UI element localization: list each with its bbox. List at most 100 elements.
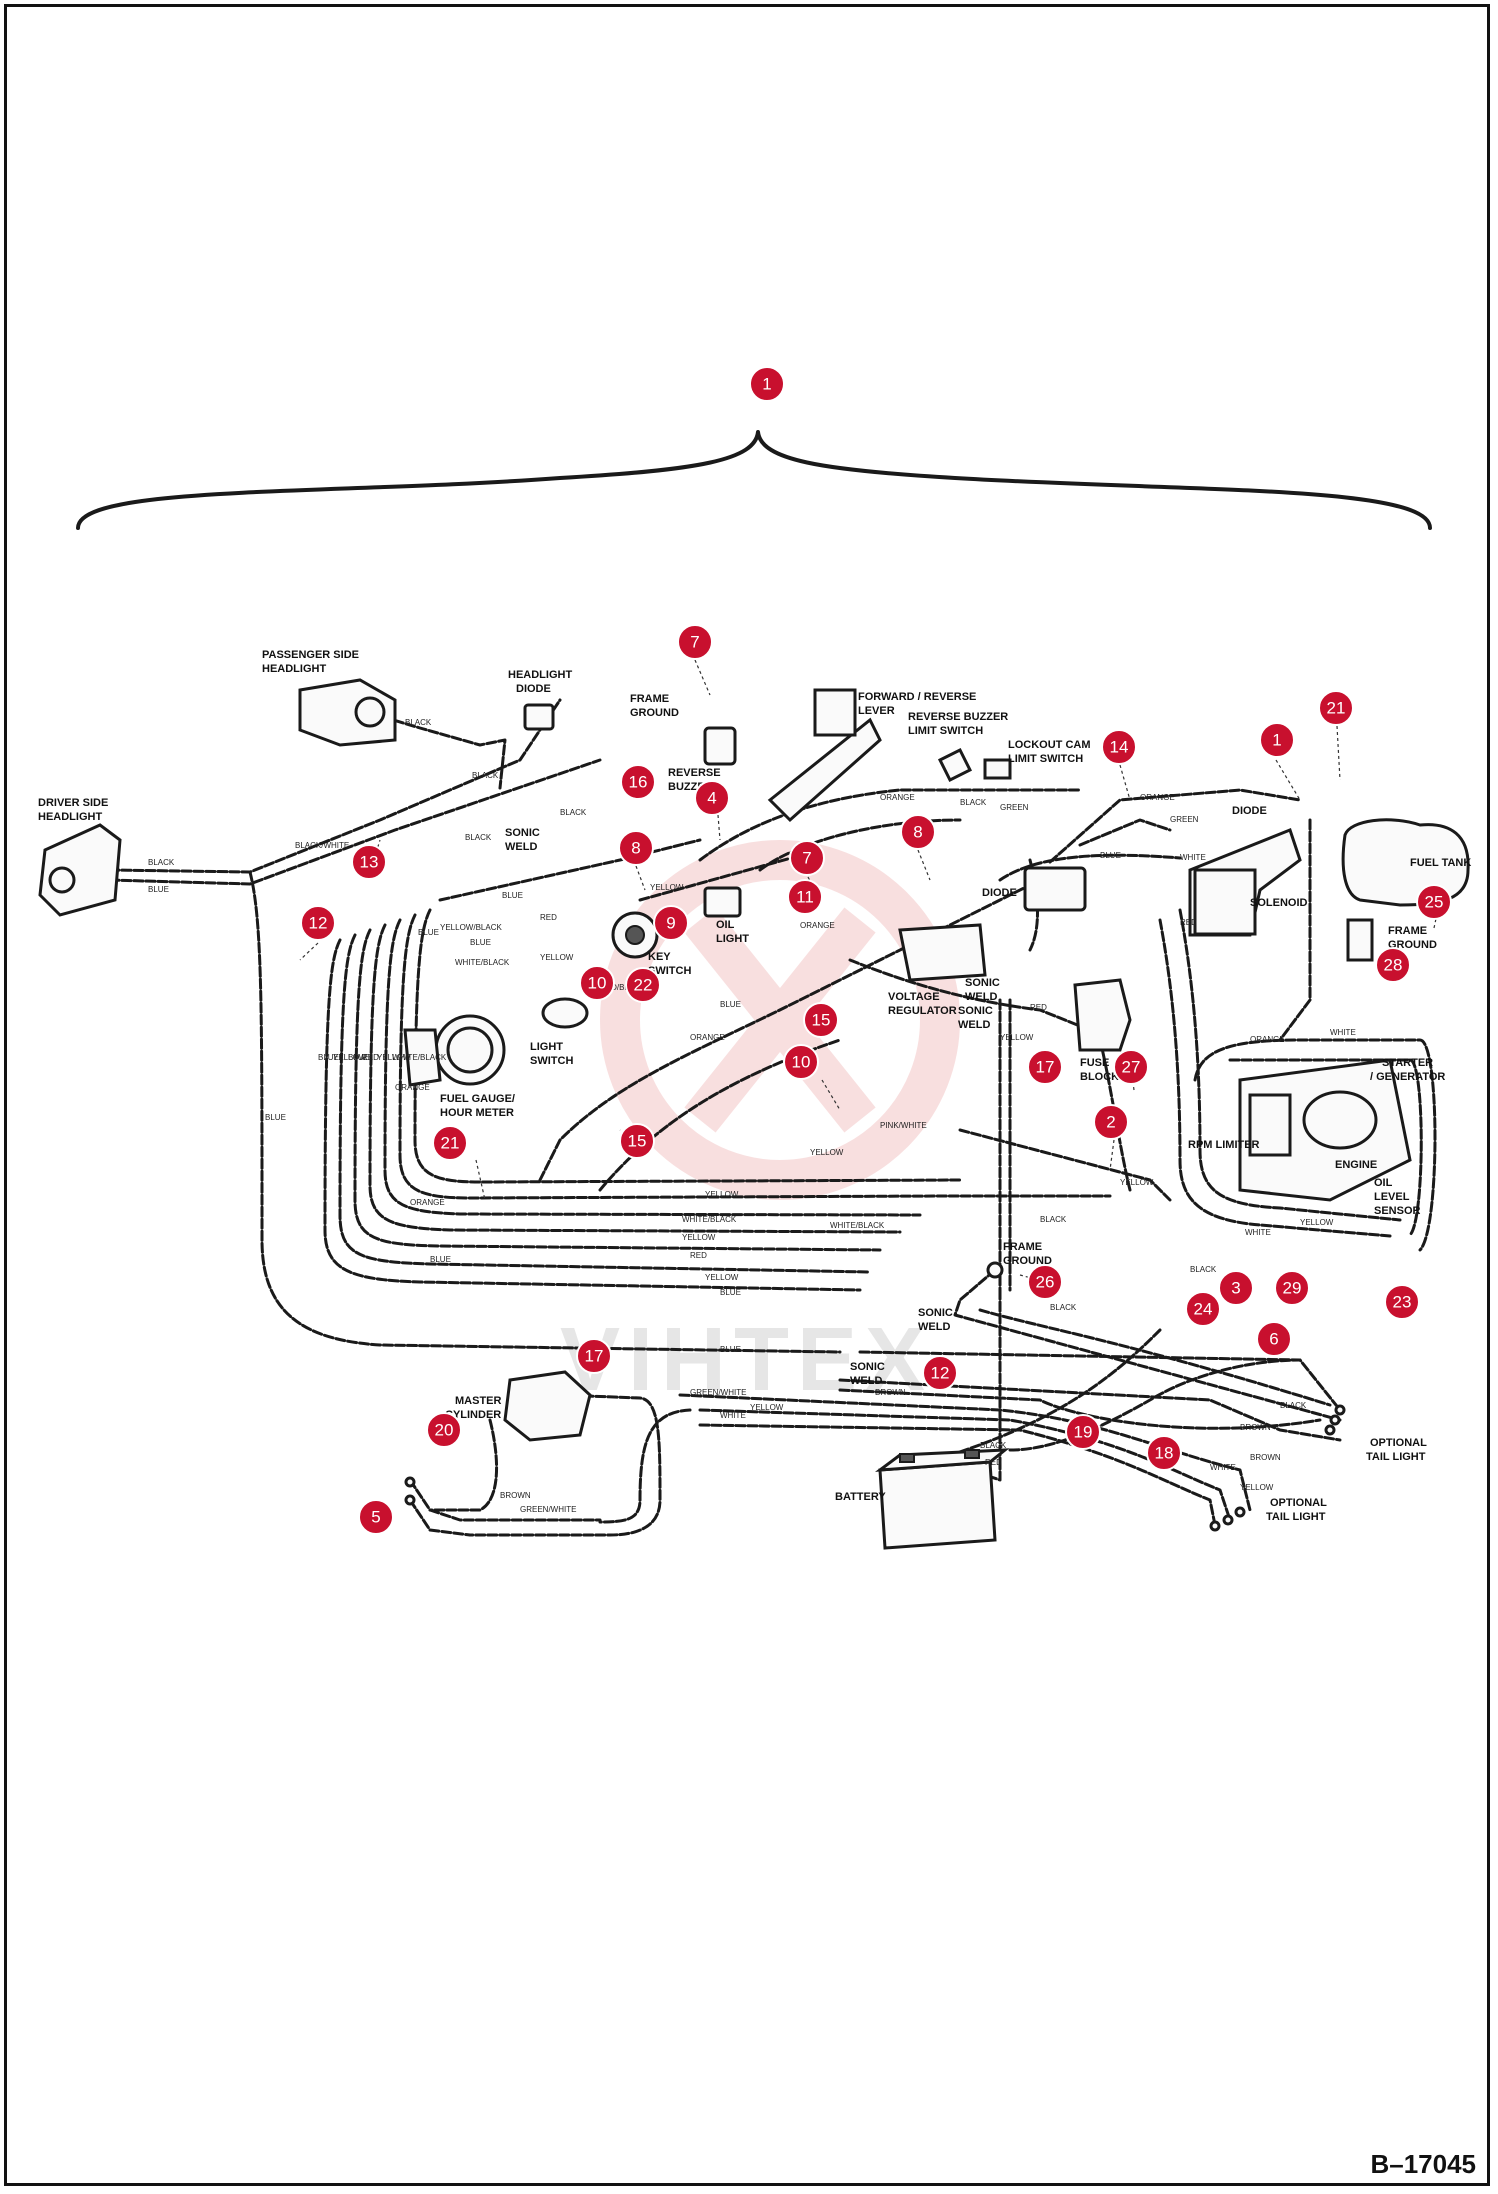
label-voltage-regulator: REGULATOR (888, 1005, 957, 1017)
callout-10: 10 (783, 1044, 819, 1080)
label-fuse-block: FUSE (1080, 1057, 1109, 1069)
wire-label: BLUE (720, 1288, 741, 1297)
label-lockout-cam-switch: LOCKOUT CAM (1008, 739, 1091, 751)
wire-label: BLUE (265, 1113, 286, 1122)
wire-label: BLACK (472, 771, 499, 780)
callout-9: 9 (653, 905, 689, 941)
callout-12: 12 (300, 905, 336, 941)
frame-ground-mount (986, 918, 1374, 1279)
callout-23: 23 (1384, 1284, 1420, 1320)
label-oil-level-sensor: OIL (1374, 1177, 1393, 1189)
label-diode: DIODE (1232, 805, 1267, 817)
callout-number: 4 (707, 789, 716, 808)
wire-label: BLACK (1040, 1215, 1067, 1224)
label-forward-reverse-lever: LEVER (858, 705, 895, 717)
wire-label: WHITE/BLACK (392, 1053, 447, 1062)
wire-label: BROWN (875, 1388, 906, 1397)
wire-label: GREEN/WHITE (520, 1505, 576, 1514)
callout-number: 16 (629, 773, 648, 792)
callout-number: 11 (796, 888, 814, 907)
callout-21: 21 (432, 1125, 468, 1161)
wire-label: YELLOW (650, 883, 684, 892)
master-cylinder (503, 1370, 592, 1442)
label-sonic-weld: SONIC (965, 977, 1000, 989)
callout-number: 23 (1393, 1293, 1412, 1312)
page-border (4, 4, 1490, 2186)
callout-number: 28 (1384, 956, 1403, 975)
label-optional-tail-light: OPTIONAL (1270, 1497, 1327, 1509)
label-frame-ground: GROUND (1388, 939, 1437, 951)
callout-20: 20 (426, 1412, 462, 1448)
tail-light-terminals (404, 1404, 1346, 1532)
wire-labels: BLACK BLUE BLACK/WHITE BLACK BLACK BLACK… (148, 718, 1356, 1514)
wire-label: BLUE (502, 891, 523, 900)
reverse-buzzer (703, 726, 737, 766)
callout-number: 9 (666, 914, 675, 933)
wire-label: YELLOW/BLACK (440, 923, 502, 932)
wire-label: WHITE (1210, 1463, 1236, 1472)
label-oil-light: OIL (716, 919, 735, 931)
label-sonic-weld: SONIC (958, 1005, 993, 1017)
callout-number: 17 (1036, 1058, 1055, 1077)
label-key-switch: SWITCH (648, 965, 691, 977)
wire-label: BLACK (465, 833, 492, 842)
callout-number: 22 (634, 976, 653, 995)
label-voltage-regulator: VOLTAGE (888, 991, 940, 1003)
label-optional-tail-light: OPTIONAL (1370, 1437, 1427, 1449)
label-starter-generator: STARTER (1382, 1057, 1433, 1069)
callout-7: 7 (677, 624, 713, 660)
wire-label: YELLOW (705, 1273, 739, 1282)
callout-21: 21 (1318, 690, 1354, 726)
driver-headlight (38, 823, 122, 917)
callout-15: 15 (619, 1123, 655, 1159)
callout-number: 12 (309, 914, 328, 933)
callout-26: 26 (1027, 1264, 1063, 1300)
oil-light (703, 886, 742, 918)
callout-number: 1 (1272, 731, 1281, 750)
wire-label: WHITE (720, 1411, 746, 1420)
label-optional-tail-light: TAIL LIGHT (1266, 1511, 1326, 1523)
label-optional-tail-light: TAIL LIGHT (1366, 1451, 1426, 1463)
callout-number: 19 (1074, 1423, 1093, 1442)
callout-19: 19 (1065, 1414, 1101, 1450)
wire-label: ORANGE (880, 793, 915, 802)
callout-number: 29 (1283, 1279, 1302, 1298)
wire-label: BROWN (500, 1491, 531, 1500)
wire-label: BLUE (430, 1255, 451, 1264)
callout-8: 8 (900, 814, 936, 850)
label-oil-level-sensor: SENSOR (1374, 1205, 1421, 1217)
label-driver-headlight: DRIVER SIDE (38, 797, 108, 809)
wire-label: WHITE/BLACK (682, 1215, 737, 1224)
label-forward-reverse-lever: FORWARD / REVERSE (858, 691, 976, 703)
engine-starter (1238, 1058, 1412, 1202)
wire-label: YELLOW (1120, 1178, 1154, 1187)
callout-29: 29 (1274, 1270, 1310, 1306)
label-sonic-weld: WELD (918, 1321, 950, 1333)
callout-12: 12 (922, 1355, 958, 1391)
callout-number: 12 (931, 1364, 950, 1383)
callout-number: 26 (1036, 1273, 1055, 1292)
wire-label: ORANGE (690, 1033, 725, 1042)
diode-module (1023, 866, 1087, 912)
callout-number: 21 (1327, 699, 1346, 718)
callout-number: 1 (762, 375, 771, 394)
label-frame-ground: FRAME (1388, 925, 1427, 937)
wire-label: RED (690, 1251, 707, 1260)
callout-2: 2 (1093, 1104, 1129, 1140)
wire-label: BLACK (1050, 1303, 1077, 1312)
label-light-switch: SWITCH (530, 1055, 573, 1067)
callout-number: 24 (1194, 1300, 1213, 1319)
wire-label: RED/BLACK (600, 983, 646, 992)
label-headlight-diode: DIODE (516, 683, 551, 695)
wire-label: GREEN (1000, 803, 1029, 812)
callout-number: 15 (812, 1011, 831, 1030)
callout-number: 7 (690, 633, 699, 652)
wire-label: BLUE (720, 1345, 741, 1354)
label-master-cylinder: CYLINDER (445, 1409, 501, 1421)
callout-3: 3 (1218, 1270, 1254, 1306)
wiring-harness (108, 698, 1437, 1537)
callout-4: 4 (694, 780, 730, 816)
callout-16: 16 (620, 764, 656, 800)
forward-reverse-lever (767, 688, 973, 823)
headlight-diode (523, 703, 555, 731)
